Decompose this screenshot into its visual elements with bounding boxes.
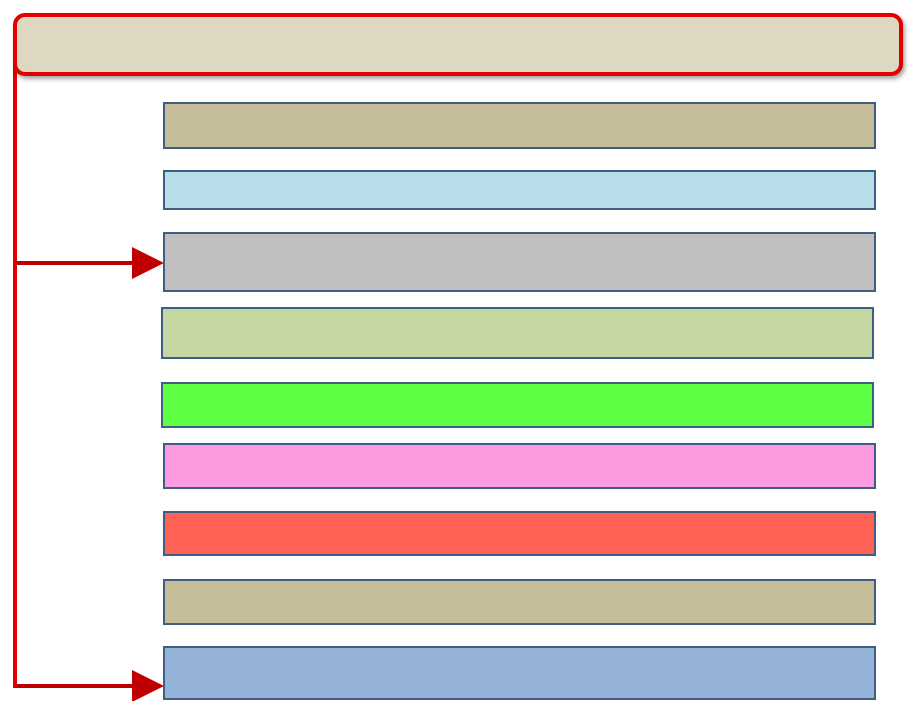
item-bar-9 [163,646,876,700]
header-box [13,13,903,76]
item-bar-7 [163,511,876,556]
item-bar-5 [161,382,874,428]
item-bar-6 [163,443,876,489]
item-bar-4 [161,307,874,359]
item-bar-3 [163,232,876,292]
item-bar-2 [163,170,876,210]
item-bar-8 [163,579,876,625]
item-bar-1 [163,102,876,149]
